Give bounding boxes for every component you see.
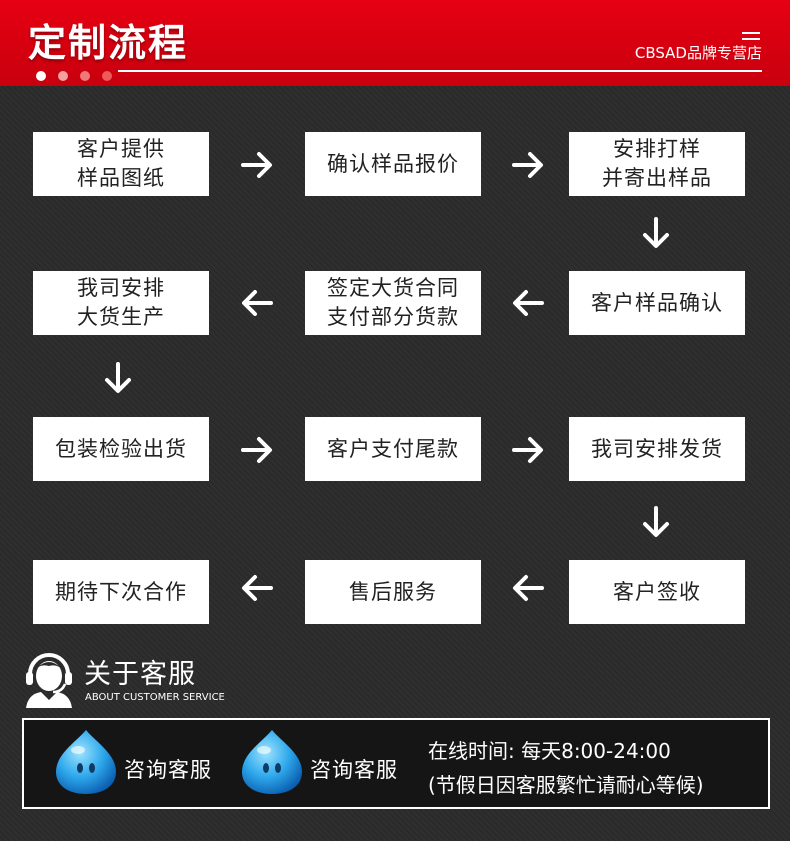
header-divider — [118, 70, 762, 72]
arrow-right-icon — [508, 145, 548, 185]
step-box: 售后服务 — [305, 560, 481, 624]
header-dot — [36, 71, 46, 81]
arrow-down-icon — [636, 213, 676, 253]
step-box: 安排打样 并寄出样品 — [569, 132, 745, 196]
arrow-left-icon — [508, 283, 548, 323]
arrow-right-icon — [237, 430, 277, 470]
service-hours-line: 在线时间: 每天8:00-24:00 — [428, 739, 671, 763]
step-box: 期待下次合作 — [33, 560, 209, 624]
consult-service-link[interactable]: 咨询客服 — [124, 758, 212, 782]
page-header: 定制流程 CBSAD品牌专营店 — [0, 0, 790, 86]
arrow-right-icon — [508, 430, 548, 470]
header-dot — [80, 71, 90, 81]
arrow-right-icon — [237, 145, 277, 185]
step-box: 客户支付尾款 — [305, 417, 481, 481]
consult-service-link[interactable]: 咨询客服 — [310, 758, 398, 782]
step-box: 客户提供 样品图纸 — [33, 132, 209, 196]
step-box: 我司安排发货 — [569, 417, 745, 481]
arrow-left-icon — [237, 568, 277, 608]
arrow-down-icon — [98, 358, 138, 398]
brand-name: CBSAD品牌专营店 — [634, 44, 762, 62]
step-box: 签定大货合同 支付部分货款 — [305, 271, 481, 335]
page-title: 定制流程 — [28, 21, 189, 65]
qq-penguin-icon[interactable] — [240, 728, 304, 796]
step-box: 确认样品报价 — [305, 132, 481, 196]
header-dot — [58, 71, 68, 81]
step-box: 我司安排 大货生产 — [33, 271, 209, 335]
qq-penguin-icon[interactable] — [54, 728, 118, 796]
arrow-down-icon — [636, 502, 676, 542]
service-hours-note: (节假日因客服繁忙请耐心等候) — [428, 773, 704, 797]
service-hours: 在线时间: 每天8:00-24:00 (节假日因客服繁忙请耐心等候) — [428, 734, 704, 802]
step-box: 客户样品确认 — [569, 271, 745, 335]
customer-service-subtitle: ABOUT CUSTOMER SERVICE — [85, 692, 225, 703]
header-dots — [36, 66, 124, 85]
arrow-left-icon — [508, 568, 548, 608]
customer-service-title: 关于客服 — [84, 659, 196, 690]
step-box: 客户签收 — [569, 560, 745, 624]
step-box: 包装检验出货 — [33, 417, 209, 481]
menu-icon — [742, 32, 760, 44]
customer-service-panel — [22, 718, 770, 809]
arrow-left-icon — [237, 283, 277, 323]
header-dot — [102, 71, 112, 81]
customer-service-agent-icon — [22, 648, 76, 708]
